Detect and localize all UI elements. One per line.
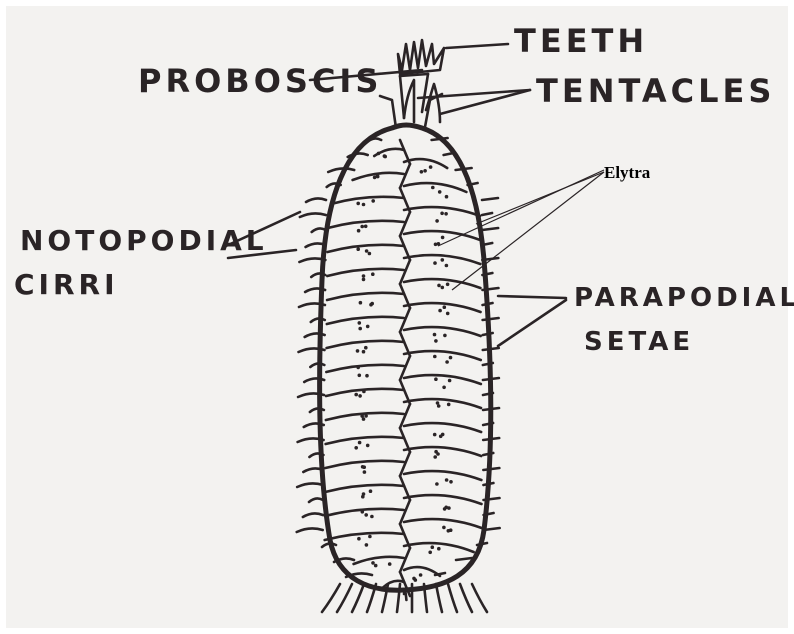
label-notopodial-line1: NOTOPODIAL <box>20 224 268 257</box>
elytra-dot <box>433 261 437 265</box>
elytra-dot <box>438 190 442 194</box>
elytra-dot <box>429 165 433 169</box>
elytra-dot <box>358 441 362 445</box>
elytra-dot <box>435 482 439 486</box>
elytra-dot <box>368 535 372 539</box>
elytra-dot <box>434 339 438 343</box>
elytra-dot <box>363 470 367 474</box>
elytra-dot <box>383 154 387 158</box>
elytra-dot <box>441 258 445 262</box>
elytra-dot <box>369 489 373 493</box>
elytra-dot <box>449 528 453 532</box>
elytra-dot <box>370 302 374 306</box>
elytra-dot <box>448 379 452 383</box>
elytra-dot <box>364 513 368 517</box>
elytra-dot <box>368 252 372 256</box>
elytra-dot <box>435 219 439 223</box>
elytra-dot <box>357 229 361 233</box>
elytra-dot <box>445 360 449 364</box>
elytra-dot <box>358 394 362 398</box>
elytra-dot <box>362 350 366 354</box>
elytra-dot <box>356 247 360 251</box>
elytra-dot <box>358 374 362 378</box>
elytra-dot <box>362 203 366 207</box>
label-tentacles: TENTACLES <box>536 72 775 110</box>
elytra-dot <box>370 515 374 519</box>
elytra-dot <box>362 417 366 421</box>
elytra-dot <box>447 403 451 407</box>
elytra-dot <box>436 452 440 456</box>
elytra-dot <box>423 169 427 173</box>
elytra-dot <box>356 202 360 206</box>
elytra-dot <box>433 455 437 459</box>
elytra-dot <box>358 327 362 331</box>
elytra-dot <box>365 543 369 547</box>
elytra-dot <box>431 545 435 549</box>
elytra-dot <box>365 249 369 253</box>
elytra-dot <box>441 236 445 240</box>
elytra-dot <box>444 506 448 510</box>
elytra-dot <box>420 170 424 174</box>
elytra-dot <box>414 578 418 582</box>
elytra-dot <box>441 286 445 290</box>
elytra-dot <box>433 355 437 359</box>
label-parapodial-line2: SETAE <box>584 327 694 357</box>
elytra-dot <box>359 301 363 305</box>
elytra-dot <box>445 478 449 482</box>
elytra-dot <box>433 433 437 437</box>
elytra-dot <box>371 272 375 276</box>
elytra-dot <box>358 321 362 325</box>
elytra-dot <box>439 435 443 439</box>
elytra-dot <box>428 551 432 555</box>
elytra-dot <box>442 386 446 390</box>
elytra-dot <box>434 377 438 381</box>
elytra-dot <box>374 564 378 568</box>
elytra-dot <box>371 561 375 565</box>
elytra-dot <box>444 212 448 216</box>
label-notopodial-line2: CIRRI <box>14 268 119 301</box>
elytra-dot <box>366 325 370 329</box>
label-teeth: TEETH <box>514 22 648 60</box>
elytra-dot <box>354 446 358 450</box>
label-parapodial-line1: PARAPODIAL <box>574 283 794 313</box>
elytra-dot <box>445 264 449 268</box>
elytra-dot <box>446 283 450 287</box>
elytra-dot <box>436 401 440 405</box>
elytra-dot <box>446 312 450 316</box>
elytra-dot <box>362 274 366 278</box>
elytra-dot <box>364 346 368 350</box>
elytra-dot <box>438 309 442 313</box>
elytra-dot <box>376 175 380 179</box>
elytra-dot <box>364 225 368 229</box>
elytra-dot <box>360 225 364 229</box>
label-elytra: Elytra <box>604 163 651 182</box>
elytra-dot <box>357 537 361 541</box>
elytra-dot <box>419 573 423 577</box>
elytra-dot <box>388 562 392 566</box>
elytra-dot <box>437 547 441 551</box>
elytra-dot <box>365 374 369 378</box>
elytra-dot <box>356 349 360 353</box>
elytra-dot <box>437 284 441 288</box>
elytra-dot <box>445 195 449 199</box>
elytra-dot <box>362 278 366 282</box>
elytra-dot <box>362 465 366 469</box>
elytra-dot <box>449 480 453 484</box>
elytra-dot <box>354 393 358 397</box>
label-proboscis: PROBOSCIS <box>138 62 382 100</box>
elytra-dot <box>373 176 377 180</box>
elytra-dot <box>431 186 435 190</box>
elytra-dot <box>443 305 447 309</box>
elytra-dot <box>433 333 437 337</box>
elytra-dot <box>440 212 444 216</box>
elytra-dot <box>449 356 453 360</box>
elytra-dot <box>362 492 366 496</box>
elytra-dot <box>443 334 447 338</box>
elytra-dot <box>366 444 370 448</box>
elytra-dot <box>371 199 375 203</box>
elytra-dot <box>442 526 446 530</box>
